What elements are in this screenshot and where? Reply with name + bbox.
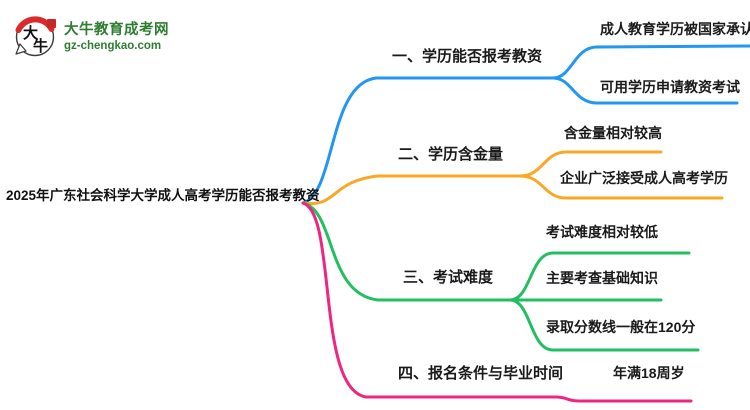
branch-3-child-2[interactable]: 主要考查基础知识: [546, 270, 658, 286]
branch-4-child-1[interactable]: 年满18周岁: [613, 365, 685, 381]
logo-title: 大牛教育成考网: [64, 22, 169, 38]
logo-glyph-top: 大: [23, 24, 38, 42]
branch-3-child-1[interactable]: 考试难度相对较低: [546, 224, 658, 240]
branch-1-child-1[interactable]: 成人教育学历被国家承认: [600, 21, 750, 37]
site-logo[interactable]: 大 牛 大牛教育成考网 gz-chengkao.com: [12, 10, 169, 60]
branch-3-label[interactable]: 三、考试难度: [403, 269, 494, 286]
branch-2-label[interactable]: 二、学历含金量: [398, 146, 504, 163]
branch-2-child-2[interactable]: 企业广泛接受成人高考学历: [560, 170, 728, 186]
daniu-logo-icon: 大 牛: [15, 16, 56, 57]
branch-2-child-1[interactable]: 含金量相对较高: [564, 125, 662, 141]
logo-domain: gz-chengkao.com: [64, 40, 162, 52]
branch-4-lines: [301, 201, 693, 403]
logo-text-block: 大牛教育成考网 gz-chengkao.com: [64, 18, 169, 52]
logo-glyph-bottom: 牛: [33, 37, 48, 55]
branch-4-label[interactable]: 四、报名条件与毕业时间: [398, 365, 564, 382]
branch-1-lines: [301, 44, 750, 205]
branch-2-lines: [301, 150, 724, 206]
branch-3-lines: [301, 201, 700, 352]
branch-1-label[interactable]: 一、学历能否报考教资: [392, 48, 543, 65]
branch-3-child-3[interactable]: 录取分数线一般在120分: [546, 319, 696, 335]
root-node[interactable]: 2025年广东社会科学大学成人高考学历能否报考教资: [6, 188, 320, 203]
branch-1-child-2[interactable]: 可用学历申请教资考试: [600, 79, 740, 95]
